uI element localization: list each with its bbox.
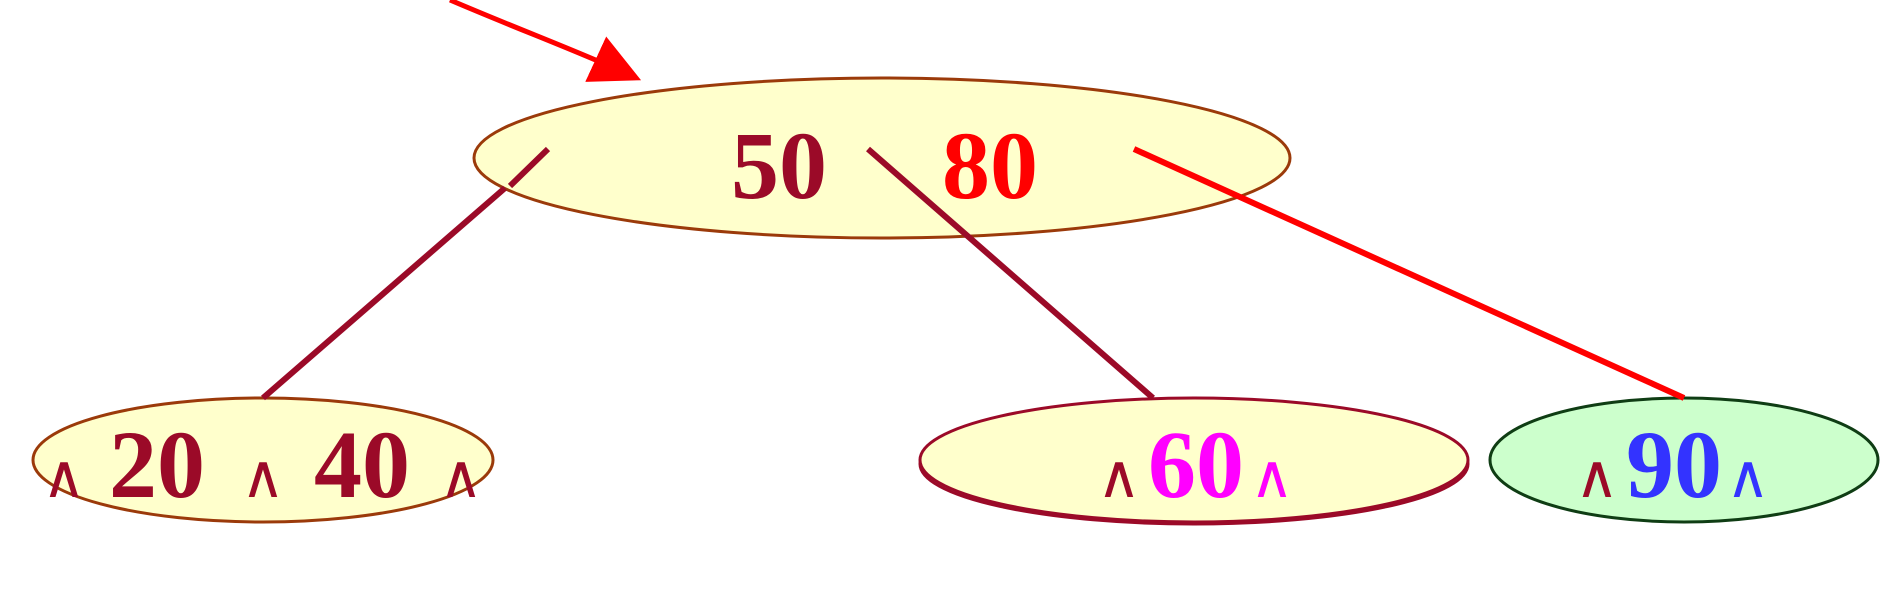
root-key-1: 50 (731, 112, 827, 219)
leaf-3-null-pointer-right: ∧ (1726, 442, 1770, 512)
leaf-3-key: 90 (1626, 411, 1722, 518)
leaf-node-2 (918, 396, 1470, 524)
root-key-2: 80 (942, 112, 1038, 219)
pointer-to-leaf-2 (866, 146, 1155, 401)
pointer-short-left (507, 146, 551, 189)
leaf-2-null-pointer-left: ∧ (1097, 442, 1141, 512)
pointer-to-leaf-1 (261, 185, 507, 401)
leaf-2-null-pointer-right: ∧ (1250, 442, 1294, 512)
pointer-to-leaf-3 (1132, 146, 1686, 401)
root-pointer-arrow (449, 0, 642, 82)
leaf-1-key-2: 40 (314, 411, 410, 518)
leaf-1-key-1: 20 (109, 411, 205, 518)
leaf-1-null-pointer-left: ∧ (42, 442, 86, 512)
leaf-3-null-pointer-left: ∧ (1575, 442, 1619, 512)
leaf-1-null-pointer-mid: ∧ (241, 442, 285, 512)
leaf-1-null-pointer-right: ∧ (439, 442, 483, 512)
leaf-2-key: 60 (1148, 411, 1244, 518)
